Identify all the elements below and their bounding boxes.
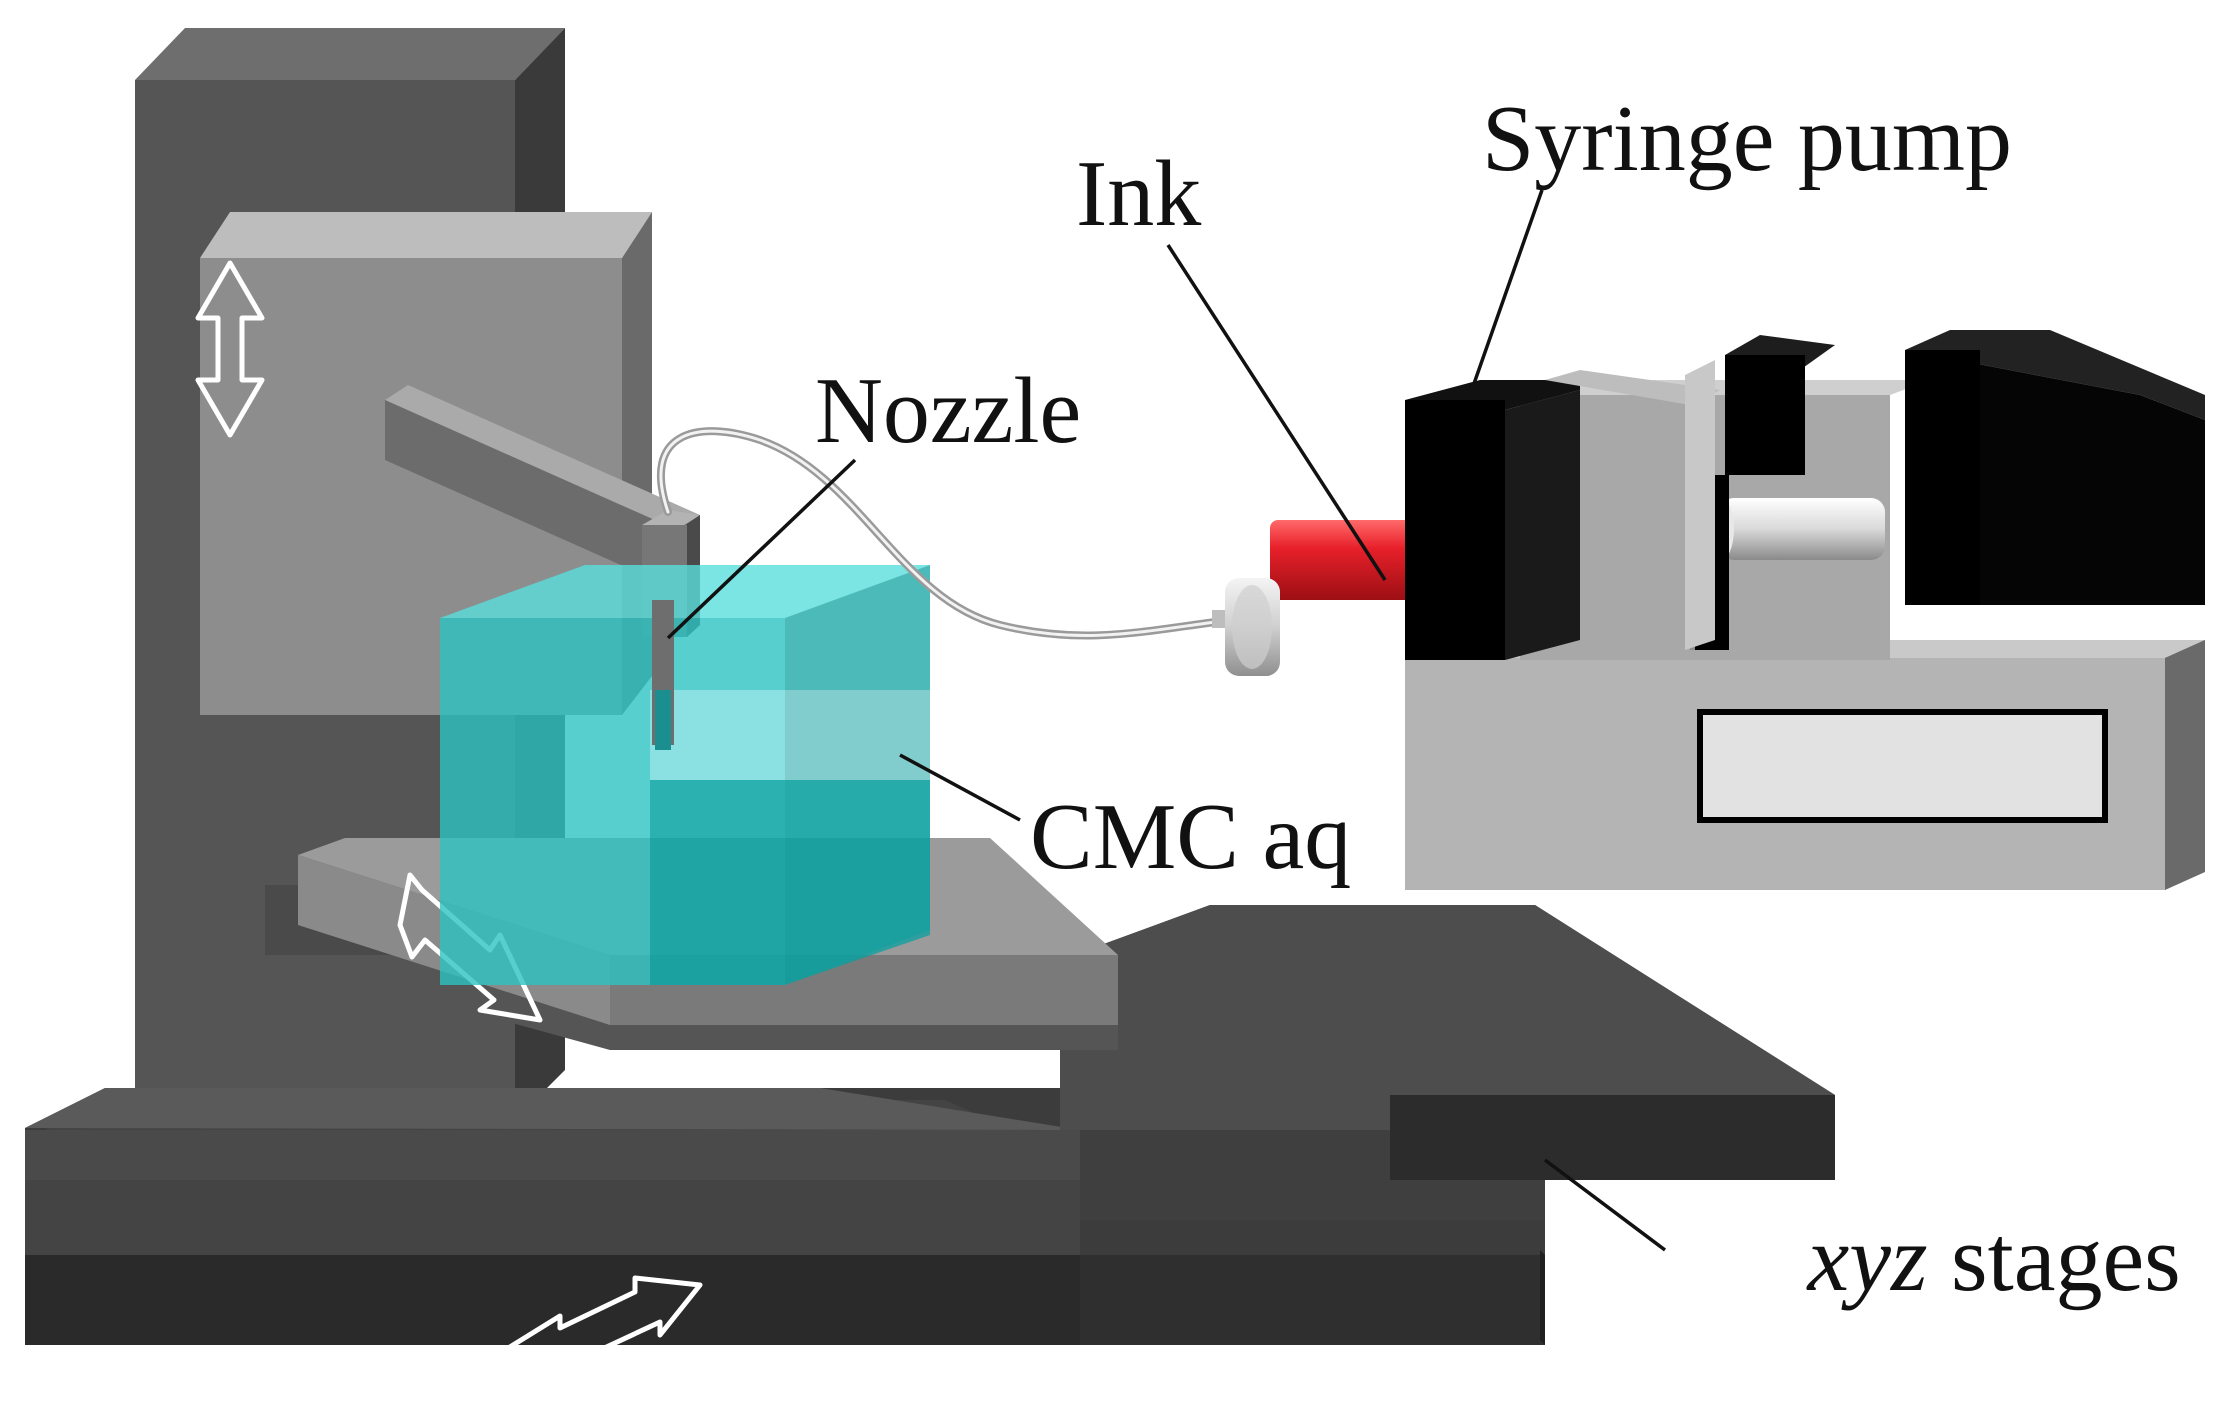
- z-axis-arrow-icon: [195, 260, 265, 438]
- ink-leader: [1166, 244, 1387, 581]
- pump-display-window: [1697, 709, 2108, 823]
- cmc-aq-label: CMC aq: [1030, 785, 1351, 889]
- y-axis-arrow-icon: [502, 1275, 703, 1374]
- nozzle-needle: [652, 600, 674, 750]
- xyz-stages-label-italic: xyz: [1806, 1207, 1928, 1311]
- syringe-pump: [1405, 330, 2205, 890]
- nozzle-leader: [666, 458, 857, 640]
- stage-right-platform: [1060, 905, 1835, 1220]
- syringe-pump-leader: [1468, 189, 1544, 396]
- cmc-aq-container: [440, 565, 930, 985]
- xyz-stages-label: xyz stages: [1690, 1207, 2223, 1311]
- nozzle-label: Nozzle: [815, 359, 1081, 463]
- cmc-aq-leader: [899, 753, 1021, 822]
- xyz-stages-label-rest: stages: [1928, 1207, 2181, 1311]
- xyz-stages-leader: [1543, 1158, 1667, 1252]
- x-axis-arrow-icon: [397, 872, 543, 1023]
- syringe-pump-label: Syringe pump: [1482, 87, 2012, 191]
- ink-label: Ink: [1076, 142, 1201, 246]
